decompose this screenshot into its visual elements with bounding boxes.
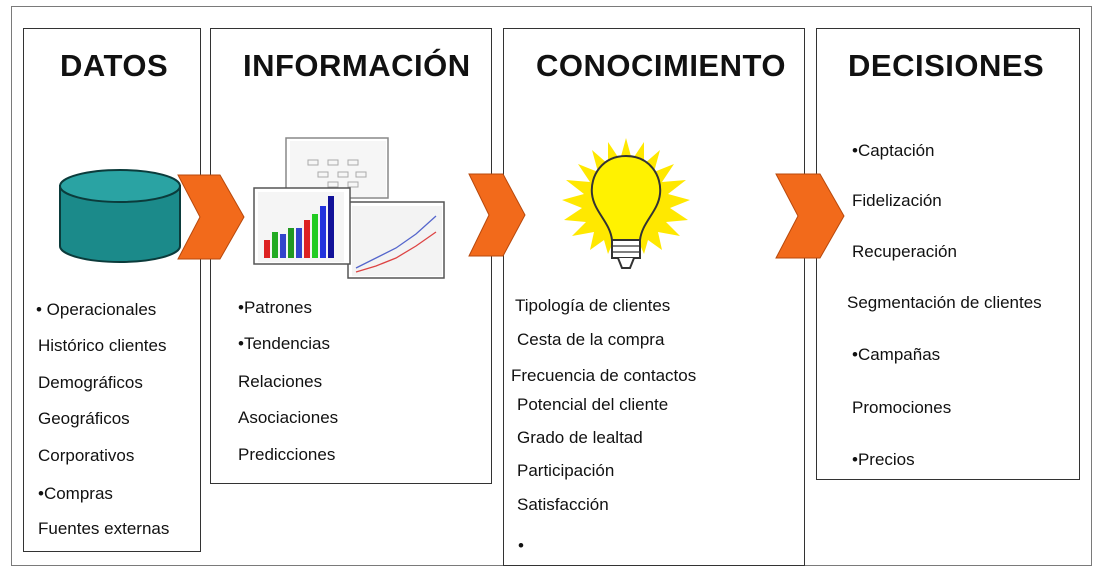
title-conocimiento: CONOCIMIENTO [536,48,786,83]
charts-icon [253,137,445,279]
title-decisiones: DECISIONES [848,48,1045,83]
datos-item-3: Demográficos [38,373,143,392]
conocimiento-item-2: Cesta de la compra [517,330,665,349]
conocimiento-item-6: Participación [517,461,615,480]
conocimiento-item-4: Potencial del cliente [517,395,669,414]
datos-item-5: Corporativos [38,446,135,465]
datos-item-4: Geográficos [38,409,130,428]
title-datos: DATOS [60,48,169,83]
chevron-arrow-icon-3 [775,173,845,259]
decisiones-item-6: Promociones [852,398,952,417]
informacion-item-1: •Patrones [238,298,312,317]
decisiones-item-2: Fidelización [852,191,942,210]
decisiones-item-4: Segmentación de clientes [847,293,1042,312]
conocimiento-item-3: Frecuencia de contactos [511,366,697,385]
title-informacion: INFORMACIÓN [243,48,471,83]
decisiones-item-1: •Captación [852,141,935,160]
chevron-arrow-icon-2 [468,173,526,257]
column-datos [23,28,201,552]
informacion-item-4: Asociaciones [238,408,339,427]
decisiones-item-3: Recuperación [852,242,957,261]
datos-item-6: •Compras [38,484,113,503]
lightbulb-icon [562,138,690,269]
decisiones-item-7: •Precios [852,450,915,469]
column-conocimiento [503,28,805,566]
datos-item-2: Histórico clientes [38,336,167,355]
informacion-item-5: Predicciones [238,445,336,464]
decisiones-item-5: •Campañas [852,345,941,364]
informacion-item-3: Relaciones [238,372,323,391]
chevron-arrow-icon-1 [177,174,245,260]
informacion-item-2: •Tendencias [238,334,330,353]
conocimiento-item-1: Tipología de clientes [515,296,671,315]
datos-item-1: • Operacionales [36,300,157,319]
database-icon [59,169,181,263]
conocimiento-item-8: • [518,536,524,555]
conocimiento-item-7: Satisfacción [517,495,609,514]
conocimiento-item-5: Grado de lealtad [517,428,643,447]
datos-item-7: Fuentes externas [38,519,170,538]
